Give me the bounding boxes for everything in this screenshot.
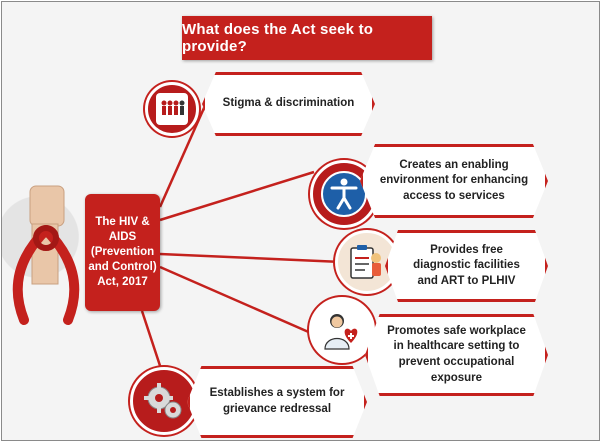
item-stigma-box: Stigma & discrimination bbox=[202, 72, 375, 136]
item-grievance-text: Establishes a system for grievance redre… bbox=[209, 387, 345, 415]
item-stigma-text: Stigma & discrimination bbox=[222, 97, 355, 110]
item-grievance-box: Establishes a system for grievance redre… bbox=[187, 366, 367, 438]
diagnostic-clipboard-icon bbox=[335, 230, 399, 294]
item-enabling-text: Creates an enabling environment for enha… bbox=[379, 158, 529, 202]
item-workplace-box: Promotes safe workplace in healthcare se… bbox=[365, 314, 548, 396]
red-ribbon-fist-icon bbox=[12, 185, 80, 325]
people-group-icon bbox=[145, 82, 199, 136]
item-workplace-text: Promotes safe workplace in healthcare se… bbox=[387, 324, 526, 384]
page-title: What does the Act seek to provide? bbox=[182, 16, 432, 60]
gears-icon bbox=[130, 367, 198, 435]
item-enabling-box: Creates an enabling environment for enha… bbox=[360, 144, 548, 218]
doctor-heart-icon bbox=[309, 297, 375, 363]
item-diagnostic-text: Provides free diagnostic facilities and … bbox=[413, 243, 520, 287]
center-act-box: The HIV & AIDS (Prevention and Control) … bbox=[85, 194, 160, 311]
item-diagnostic-box: Provides free diagnostic facilities and … bbox=[385, 230, 548, 302]
